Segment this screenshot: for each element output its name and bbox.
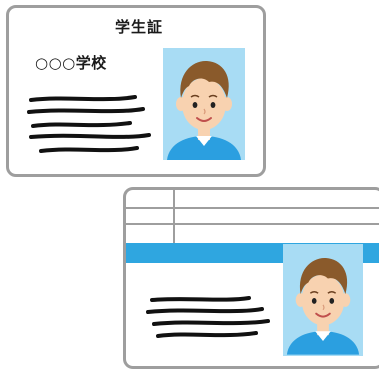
scribbled-text-lines: [146, 296, 270, 338]
student-id-card-front: 学生証 ○○○学校: [6, 5, 266, 177]
student-id-card-back: [123, 187, 379, 369]
divider-line: [126, 207, 379, 209]
scribbled-text-lines: [27, 95, 151, 153]
student-portrait-icon: [167, 60, 241, 160]
card-title: 学生証: [114, 18, 163, 36]
divider-line: [126, 223, 379, 225]
student-portrait-icon: [286, 257, 360, 355]
student-photo: [163, 48, 245, 160]
student-photo: [283, 244, 363, 356]
divider-line-vertical: [173, 190, 175, 243]
school-name: ○○○学校: [35, 54, 107, 72]
